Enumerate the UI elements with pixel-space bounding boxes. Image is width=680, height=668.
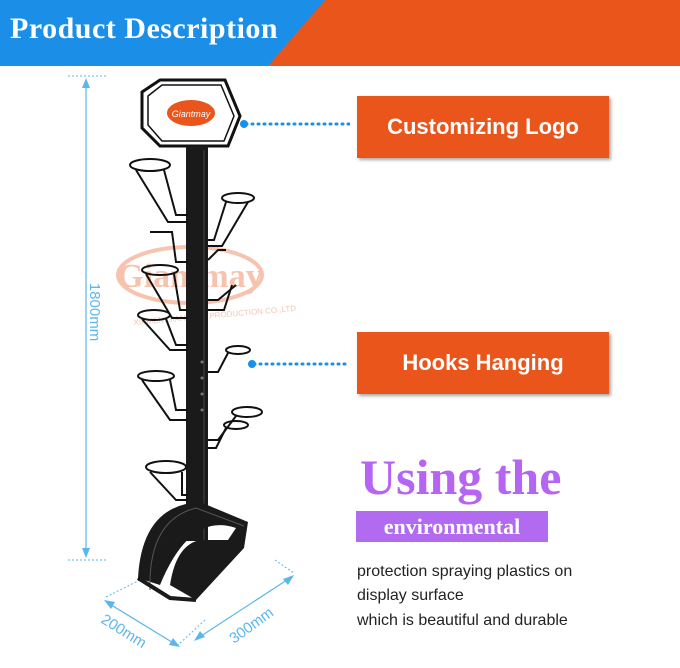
- customizing-logo-callout: Customizing Logo: [357, 96, 609, 158]
- height-dimension-label: 1800mm: [86, 283, 103, 341]
- banner-background: [0, 0, 680, 66]
- product-illustration: Giantmay XIAMEN GIANTMAY PRODUCTION CO.,…: [0, 66, 352, 663]
- banner-title: Product Description: [10, 12, 279, 45]
- hooks-hanging-callout: Hooks Hanging: [357, 332, 609, 394]
- depth-dimension-label: 200mm: [98, 611, 149, 652]
- feature-heading: Using the: [360, 449, 562, 505]
- height-dimension: [68, 75, 108, 561]
- width-dimension-label: 300mm: [226, 604, 276, 647]
- central-pole: [186, 146, 208, 541]
- description-line-3: which is beautiful and durable: [357, 612, 568, 629]
- watermark-subtext: XIAMEN GIANTMAY PRODUCTION CO.,LTD: [133, 304, 297, 327]
- callout-connectors: [240, 120, 352, 368]
- feature-subheading: environmental: [356, 511, 548, 542]
- logo-text: Giantmay: [172, 109, 211, 119]
- description-line-1: protection spraying plastics on: [357, 563, 573, 580]
- rack-base: [136, 502, 248, 602]
- display-rack-drawing: Giantmay XIAMEN GIANTMAY PRODUCTION CO.,…: [68, 75, 352, 652]
- width-dimension: [194, 559, 295, 641]
- depth-dimension: [103, 579, 206, 647]
- logo-sign: Giantmay: [140, 78, 242, 148]
- header-banner: Product Description: [0, 0, 680, 66]
- hooks: [129, 158, 263, 501]
- description-line-2: display surface: [357, 587, 464, 604]
